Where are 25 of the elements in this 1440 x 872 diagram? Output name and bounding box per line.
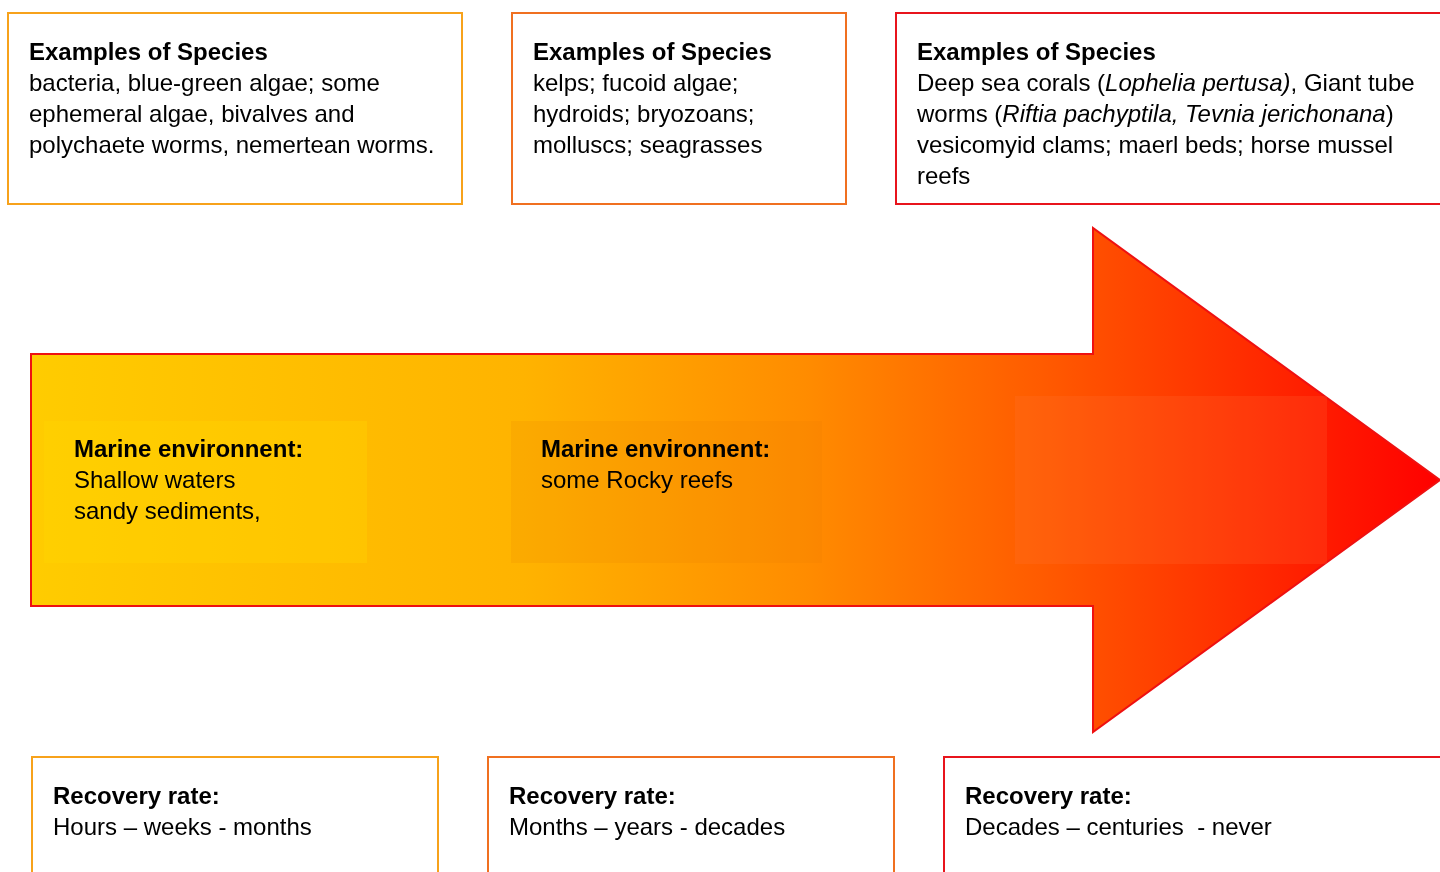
heading: Recovery rate: — [965, 781, 1133, 811]
heading: Examples of Species — [917, 37, 1157, 67]
heading: Marine environnent: — [541, 434, 772, 464]
description: kelps; fucoid algae; hydroids; bryozoans; molluscs; seagrasses — [533, 68, 764, 160]
heading: Recovery rate: — [53, 781, 221, 811]
description: Deep sea corals (Lophelia pertusa), Giant tube worms (Riftia pachyptila, Tevnia jerichonana) vesicomyid clams; maerl beds; horse mussel reefs — [917, 68, 1416, 191]
label-panel — [511, 421, 822, 563]
shaded-panel — [1015, 396, 1327, 564]
text-box — [511, 12, 847, 205]
heading: Marine environnent: — [74, 434, 305, 464]
text-box — [895, 12, 1440, 205]
heading: Examples of Species — [533, 37, 773, 67]
gradient-arrow — [31, 228, 1440, 732]
description: bacteria, blue-green algae; some ephemeral algae, bivalves and polychaete worms, nemertean worms. — [29, 68, 436, 160]
text-box — [31, 756, 439, 872]
description: Months – years - decades — [509, 812, 787, 842]
description: some Rocky reefs — [541, 465, 735, 495]
text-box — [487, 756, 895, 872]
heading: Examples of Species — [29, 37, 269, 67]
description: Decades – centuries - never — [965, 812, 1273, 842]
text-box — [943, 756, 1440, 872]
description: Hours – weeks - months — [53, 812, 313, 842]
text-box — [7, 12, 463, 205]
description: Shallow waters sandy sediments, — [74, 465, 262, 526]
heading: Recovery rate: — [509, 781, 677, 811]
